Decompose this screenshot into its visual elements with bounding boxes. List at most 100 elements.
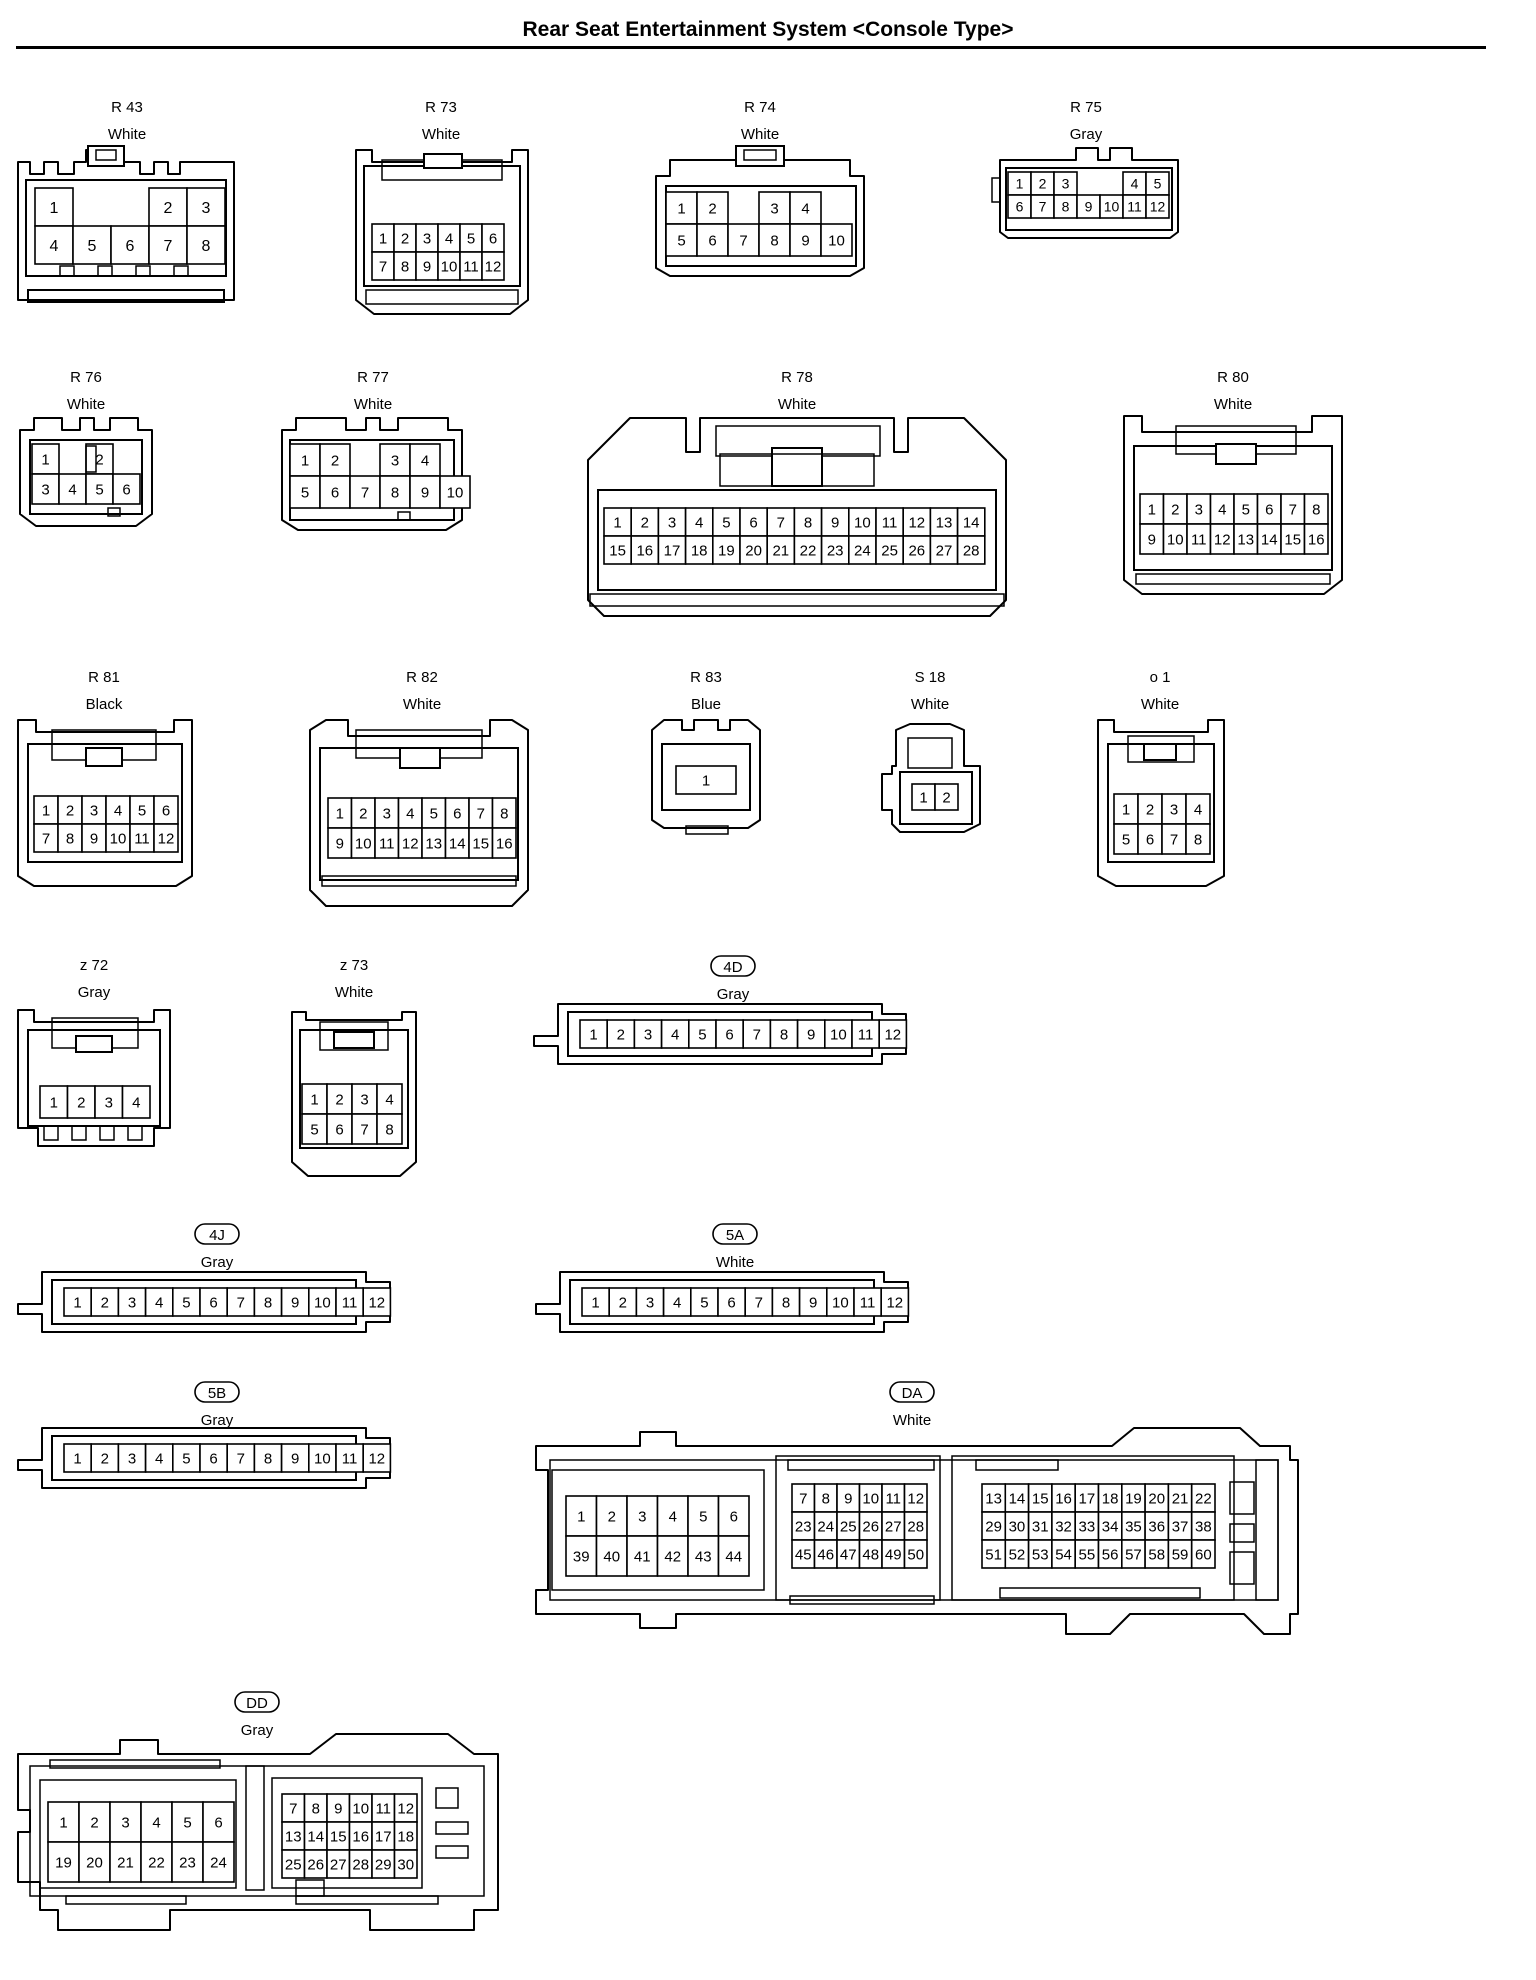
latch-slot (435, 1821, 469, 1835)
pin-number: 53 (1032, 1546, 1049, 1563)
connector-color: White (108, 126, 146, 143)
pin-number: 10 (314, 1294, 331, 1311)
pin-cell (820, 535, 850, 565)
pin-cell (57, 795, 83, 825)
pin-number: 3 (391, 452, 399, 469)
pin-number: 7 (1039, 199, 1047, 215)
pin-number: 12 (485, 258, 502, 275)
pin-number: 6 (1265, 501, 1273, 518)
pin-number: 18 (691, 542, 708, 559)
pin-cell (202, 1801, 235, 1843)
housing-part (399, 747, 441, 769)
pin-cell (34, 225, 74, 265)
pin-number: 4 (671, 1026, 679, 1043)
pin-number: 7 (361, 484, 369, 501)
pin-number: 8 (1194, 831, 1202, 848)
connector-color: Gray (201, 1254, 234, 1271)
pin-number: 15 (1284, 531, 1301, 548)
pin-number: 21 (1172, 1490, 1189, 1507)
pin-number: 8 (202, 238, 211, 255)
pin-number: 20 (1148, 1490, 1165, 1507)
pin-number: 1 (1122, 801, 1130, 818)
pin-number: 8 (782, 1294, 790, 1311)
connector-id: 4D (723, 959, 742, 976)
pin-number: 10 (830, 1026, 847, 1043)
connector-id: R 77 (357, 369, 389, 386)
pin-cell (823, 1019, 853, 1049)
pin-number: 24 (854, 542, 871, 559)
pin-cell (362, 1443, 392, 1473)
housing-outline (685, 825, 729, 835)
pin-number: 4 (132, 1094, 140, 1111)
connector-id: o 1 (1150, 669, 1171, 686)
housing-part (1215, 443, 1257, 465)
pin-number: 6 (1016, 199, 1024, 215)
pin-number: 7 (360, 1121, 368, 1138)
title-rule (16, 46, 1486, 49)
pin-number: 6 (453, 805, 461, 822)
pin-cell (129, 795, 155, 825)
pin-number: 11 (342, 1450, 358, 1467)
pin-number: 3 (202, 200, 211, 217)
housing-outline (17, 1427, 391, 1489)
pin-cell (903, 1539, 928, 1569)
pin-cell (351, 1113, 378, 1145)
pin-cell (186, 187, 226, 227)
pin-number: 5 (182, 1450, 190, 1467)
pin-number: 7 (753, 1026, 761, 1043)
pin-cell (956, 535, 986, 565)
pin-number: 6 (730, 1508, 738, 1525)
pin-number: 25 (840, 1518, 857, 1535)
housing-outline (309, 719, 529, 907)
housing-outline (25, 179, 227, 277)
pin-cell (956, 507, 986, 537)
pin-number: 10 (828, 232, 845, 249)
pin-number: 6 (489, 230, 497, 247)
pin-number: 11 (134, 830, 150, 847)
pin-cell (253, 1287, 283, 1317)
page-title: Rear Seat Entertainment System <Console … (522, 18, 1014, 41)
pin-number: 1 (73, 1294, 81, 1311)
pin-number: 26 (908, 542, 925, 559)
pin-cell (393, 1849, 418, 1879)
pin-number: 9 (1148, 531, 1156, 548)
pin-number: 1 (591, 1294, 599, 1311)
pin-cell (665, 191, 698, 225)
pin-cell (851, 1019, 881, 1049)
latch-slot (999, 1587, 1201, 1599)
pin-cell (878, 1019, 908, 1049)
pin-number: 4 (50, 238, 59, 255)
pin-number: 15 (330, 1828, 347, 1845)
pin-number: 26 (307, 1856, 324, 1873)
pin-cell (140, 1841, 173, 1883)
pin-cell (711, 535, 741, 565)
latch-slot (975, 1459, 1059, 1471)
pin-number: 4 (385, 1091, 393, 1108)
connector-id: R 83 (690, 669, 722, 686)
pin-number: 9 (809, 1294, 817, 1311)
connector-color: Gray (78, 984, 111, 1001)
pin-number: 3 (383, 805, 391, 822)
pin-number: 3 (423, 230, 431, 247)
pin-number: 11 (858, 1026, 874, 1043)
pin-number: 49 (885, 1546, 902, 1563)
pin-number: 13 (285, 1828, 302, 1845)
housing-outline (655, 149, 865, 277)
pin-number: 45 (795, 1546, 812, 1563)
connector-color: White (893, 1412, 931, 1429)
housing-outline (95, 149, 117, 161)
pin-number: 2 (1039, 176, 1047, 192)
pin-number: 4 (68, 481, 76, 498)
pin-number: 23 (179, 1854, 196, 1871)
pin-number: 4 (155, 1450, 163, 1467)
pin-number: 5 (700, 1294, 708, 1311)
pin-number: 16 (1308, 531, 1325, 548)
pin-cell (660, 1019, 690, 1049)
pin-number: 15 (609, 542, 626, 559)
